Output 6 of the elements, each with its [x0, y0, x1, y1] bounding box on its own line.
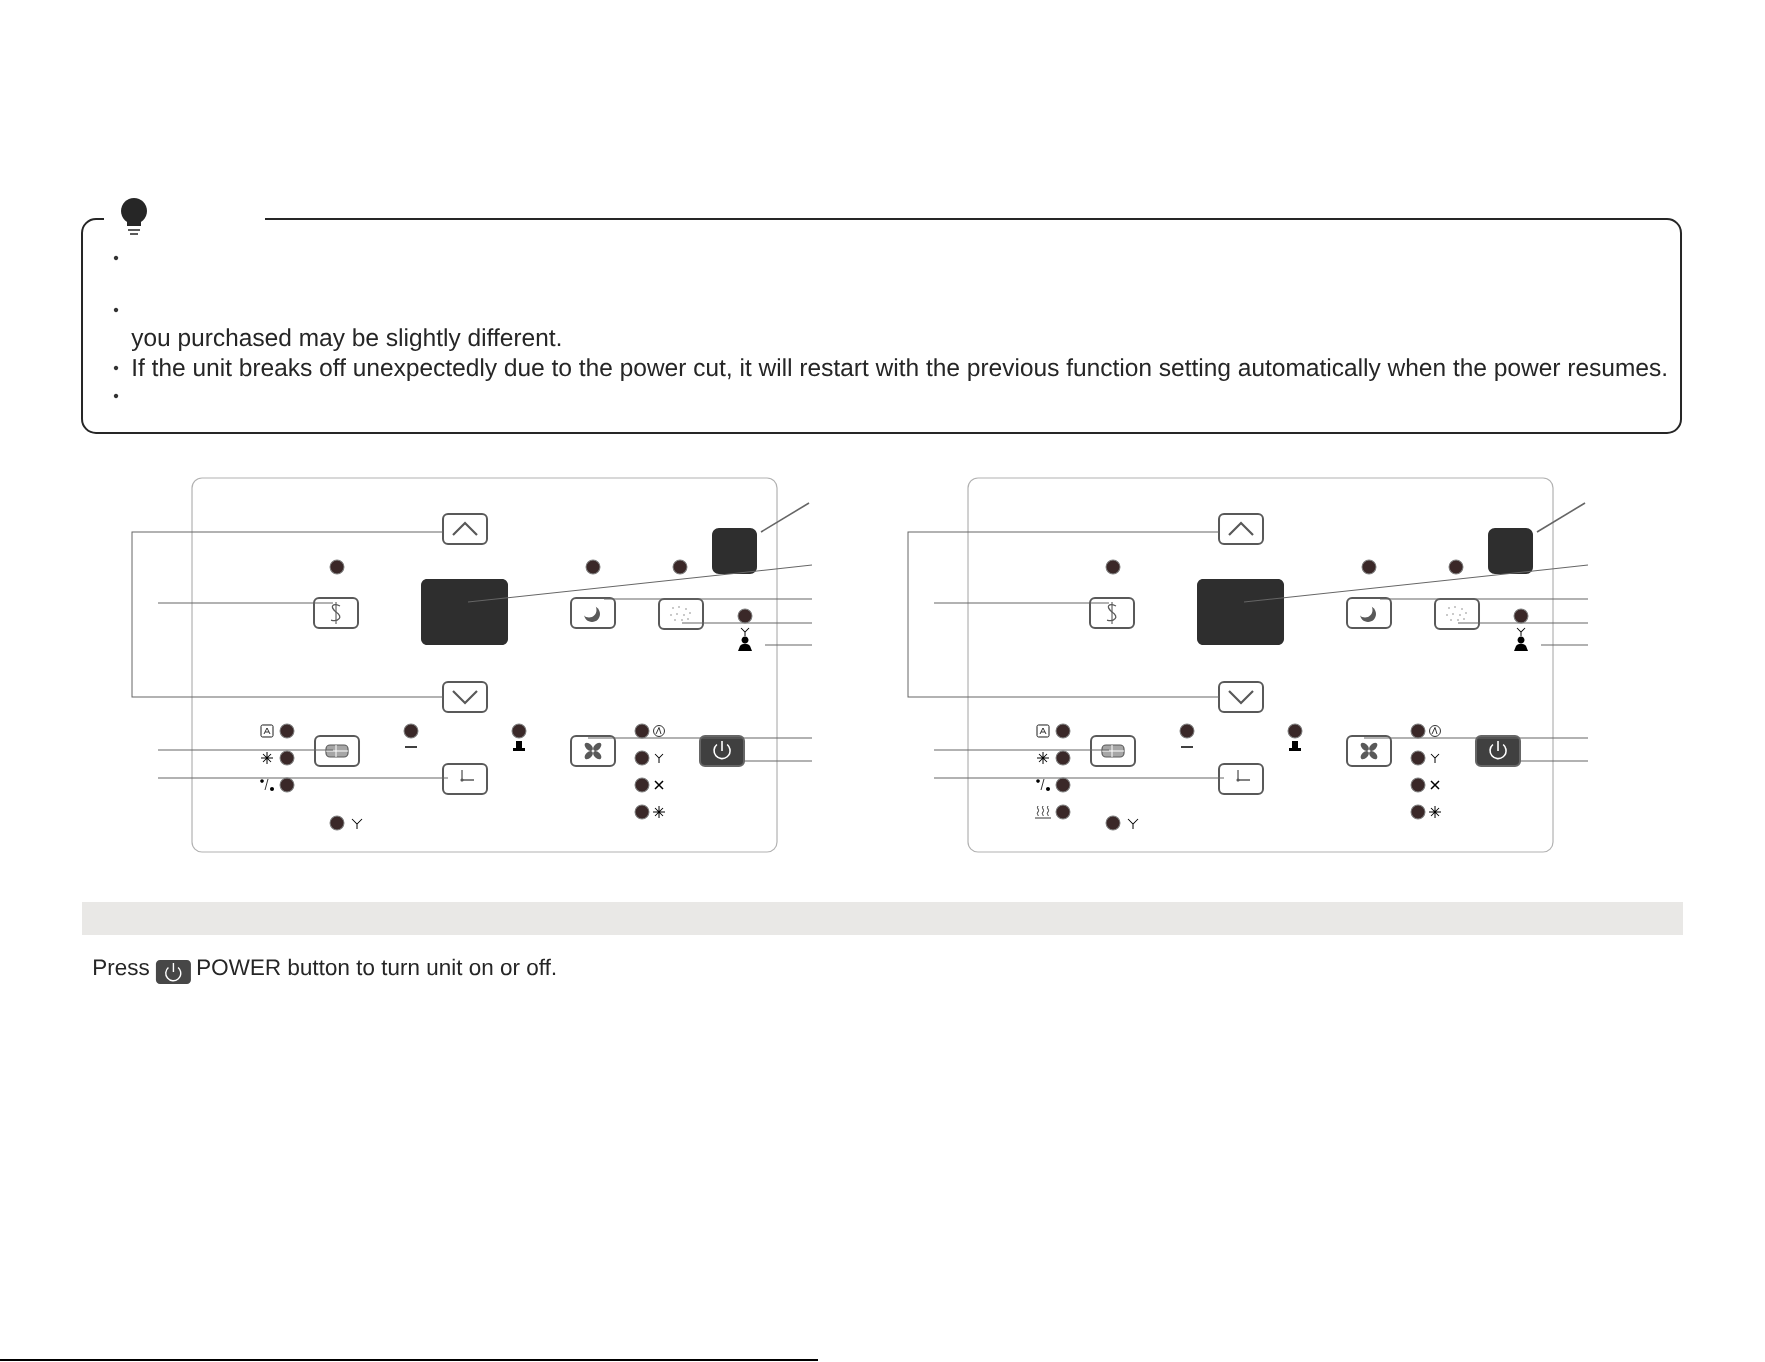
instruction-text: POWER button to turn unit on or off. [197, 958, 556, 976]
note-box [81, 218, 1682, 434]
note-text: you purchased may be slightly different. [131, 328, 561, 352]
instruction-text: Press [94, 959, 149, 976]
note-text: If the unit breaks off unexpectedly due to the power cut, it will restart with the previous function setting automatically when the power resumes. [133, 358, 1666, 382]
heading-band [82, 902, 1683, 935]
